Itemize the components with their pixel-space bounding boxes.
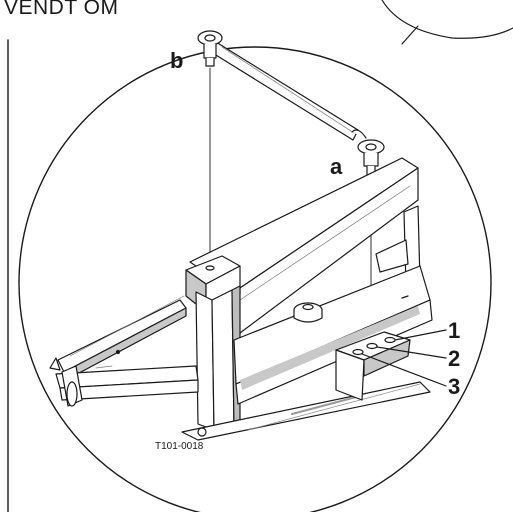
callout-b: b (170, 48, 184, 73)
leader-2 (376, 346, 447, 359)
detail-circle (18, 46, 492, 512)
figure-code: T101-0018 (155, 441, 204, 452)
leader-3 (361, 353, 447, 387)
callout-1: 1 (448, 318, 461, 343)
tie-rod (197, 30, 385, 177)
left-arm (49, 295, 199, 407)
hole-2 (366, 342, 378, 350)
page-title: VENDT OM (4, 0, 119, 19)
left-post (195, 291, 215, 431)
lower-beam (233, 265, 433, 405)
hole-1 (384, 336, 396, 344)
callout-2: 2 (448, 346, 461, 371)
callout-a: a (330, 154, 343, 179)
leader-1 (394, 329, 447, 341)
inset-circle-fragment (381, 0, 513, 39)
inset-leader-line (401, 25, 419, 45)
callout-3: 3 (448, 374, 461, 399)
hole-3 (352, 348, 364, 356)
right-bracket (335, 329, 447, 401)
